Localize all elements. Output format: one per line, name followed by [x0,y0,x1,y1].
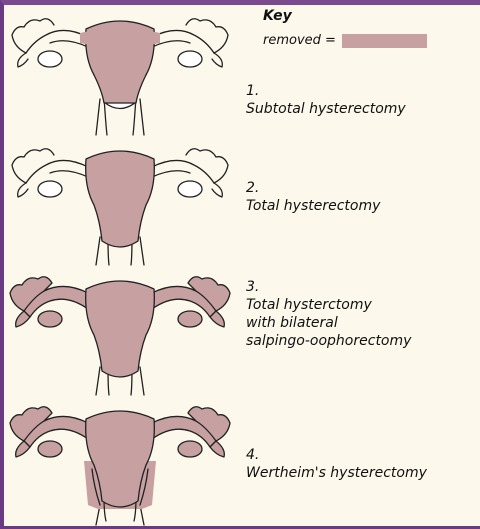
key-removed-label: removed = [263,33,336,48]
procedure-1-number: 1. [246,82,406,100]
key-legend: removed = [263,33,427,48]
diagram-total-hysterectomy-bso [4,267,236,397]
procedure-2-label: 2. Total hysterectomy [246,179,380,215]
procedure-4-label: 4. Wertheim's hysterectomy [246,446,427,482]
procedure-4-number: 4. [246,446,427,464]
procedure-1-name: Subtotal hysterectomy [246,100,406,118]
diagram-wertheims-hysterectomy [4,397,236,527]
procedure-3-line1: Total hysterctomy [246,296,411,314]
procedure-3-line3: salpingo-oophorectomy [246,332,411,350]
procedure-3-label: 3. Total hysterctomy with bilateral salp… [246,278,411,350]
procedure-2-name: Total hysterectomy [246,197,380,215]
diagram-subtotal-hysterectomy [4,7,236,137]
procedure-3-number: 3. [246,278,411,296]
procedure-1-label: 1. Subtotal hysterectomy [246,82,406,118]
diagram-total-hysterectomy [4,137,236,267]
procedure-3-line2: with bilateral [246,314,411,332]
procedure-4-name: Wertheim's hysterectomy [246,464,427,482]
procedure-2-number: 2. [246,179,380,197]
key-title: Key [263,8,292,24]
diagram-column [4,5,236,526]
removed-swatch [342,34,427,48]
